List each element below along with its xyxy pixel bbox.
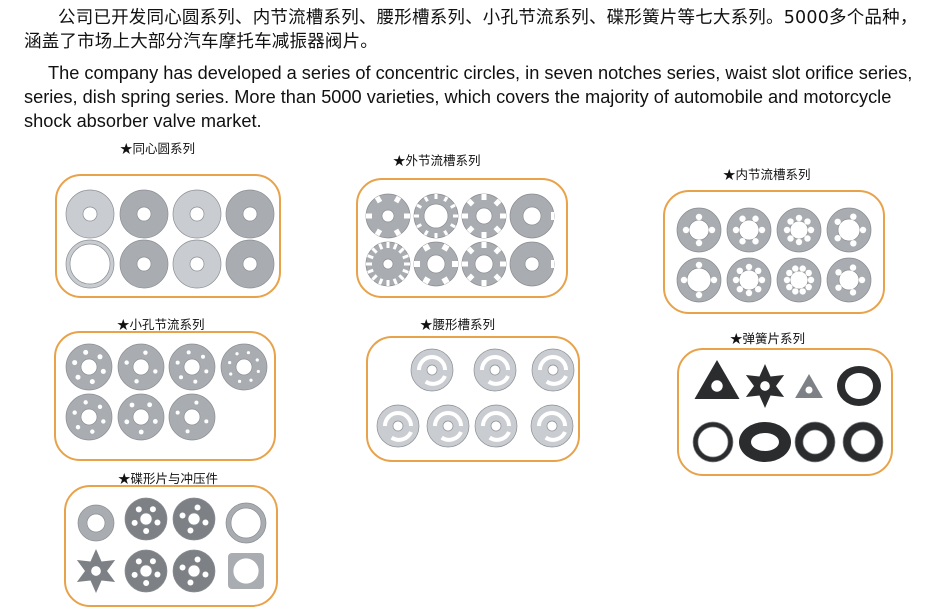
caption-outer-slot: ★外节流槽系列 — [393, 153, 481, 168]
plain-washer-icon — [225, 239, 275, 289]
group-spring — [677, 348, 893, 476]
outer-notch-disc-icon — [365, 193, 411, 239]
stamped-plate-icon — [124, 497, 168, 541]
perforated-disc-icon — [220, 343, 268, 391]
outer-notch-disc-icon — [413, 241, 459, 287]
caption-inner-slot: ★内节流槽系列 — [723, 167, 811, 182]
square-plate-icon — [228, 553, 264, 589]
dark-ring-icon — [794, 421, 836, 463]
plain-washer-icon — [119, 239, 169, 289]
plain-washer-icon — [172, 189, 222, 239]
split-ring-icon — [225, 502, 267, 544]
inner-notch-disc-icon — [726, 257, 772, 303]
waist-slot-disc-icon — [530, 404, 574, 448]
caption-small-hole: ★小孔节流系列 — [117, 317, 205, 332]
inner-notch-disc-icon — [676, 207, 722, 253]
waist-slot-disc-icon — [474, 404, 518, 448]
plain-washer-icon — [119, 189, 169, 239]
perforated-disc-icon — [168, 393, 216, 441]
plain-washer-icon — [65, 189, 115, 239]
perforated-disc-icon — [117, 393, 165, 441]
caption-waist-slot: ★腰形槽系列 — [420, 317, 496, 332]
outer-notch-disc-icon — [461, 241, 507, 287]
intro-english: The company has developed a series of co… — [24, 63, 913, 131]
outer-notch-disc-icon — [509, 241, 555, 287]
thin-ring-icon — [65, 239, 115, 289]
stamped-plate-icon — [172, 497, 216, 541]
tri-spring-icon — [795, 374, 823, 398]
waist-slot-disc-icon — [410, 348, 454, 392]
perforated-disc-icon — [168, 343, 216, 391]
inner-notch-disc-icon — [776, 207, 822, 253]
group-outer-slot — [356, 178, 568, 298]
dark-ring-icon — [842, 421, 884, 463]
oval-spring-icon — [739, 422, 791, 462]
caption-spring: ★弹簧片系列 — [730, 331, 806, 346]
group-concentric — [55, 174, 281, 298]
outer-notch-disc-icon — [413, 193, 459, 239]
outer-notch-disc-icon — [509, 193, 555, 239]
perforated-disc-icon — [65, 393, 113, 441]
inner-notch-disc-icon — [776, 257, 822, 303]
gear-plate-icon — [124, 549, 168, 593]
inner-notch-disc-icon — [826, 207, 872, 253]
stamped-plate-icon — [172, 549, 216, 593]
group-waist-slot — [366, 336, 580, 462]
waist-slot-disc-icon — [426, 404, 470, 448]
e-clip-icon — [77, 504, 115, 542]
inner-notch-disc-icon — [726, 207, 772, 253]
plain-washer-icon — [225, 189, 275, 239]
inner-notch-disc-icon — [826, 257, 872, 303]
outer-notch-disc-icon — [461, 193, 507, 239]
split-ring-icon — [692, 421, 734, 463]
inner-notch-disc-icon — [676, 257, 722, 303]
waist-slot-disc-icon — [376, 404, 420, 448]
group-dish — [64, 485, 278, 607]
perforated-disc-icon — [117, 343, 165, 391]
group-small-hole — [54, 331, 276, 461]
outer-notch-disc-icon — [365, 241, 411, 287]
caption-concentric: ★同心圆系列 — [120, 141, 196, 156]
star-spring-icon — [694, 360, 740, 399]
waist-slot-disc-icon — [473, 348, 517, 392]
intro-chinese: 公司已开发同心圆系列、内节流槽系列、腰形槽系列、小孔节流系列、碟形簧片等七大系列… — [24, 8, 918, 52]
spoke-star-icon — [76, 549, 116, 593]
caption-dish: ★碟形片与冲压件 — [118, 471, 219, 486]
star-spring-icon — [745, 364, 785, 408]
perforated-disc-icon — [65, 343, 113, 391]
group-inner-slot — [663, 190, 885, 314]
wave-spring-icon — [837, 365, 881, 407]
waist-slot-disc-icon — [531, 348, 575, 392]
plain-washer-icon — [172, 239, 222, 289]
